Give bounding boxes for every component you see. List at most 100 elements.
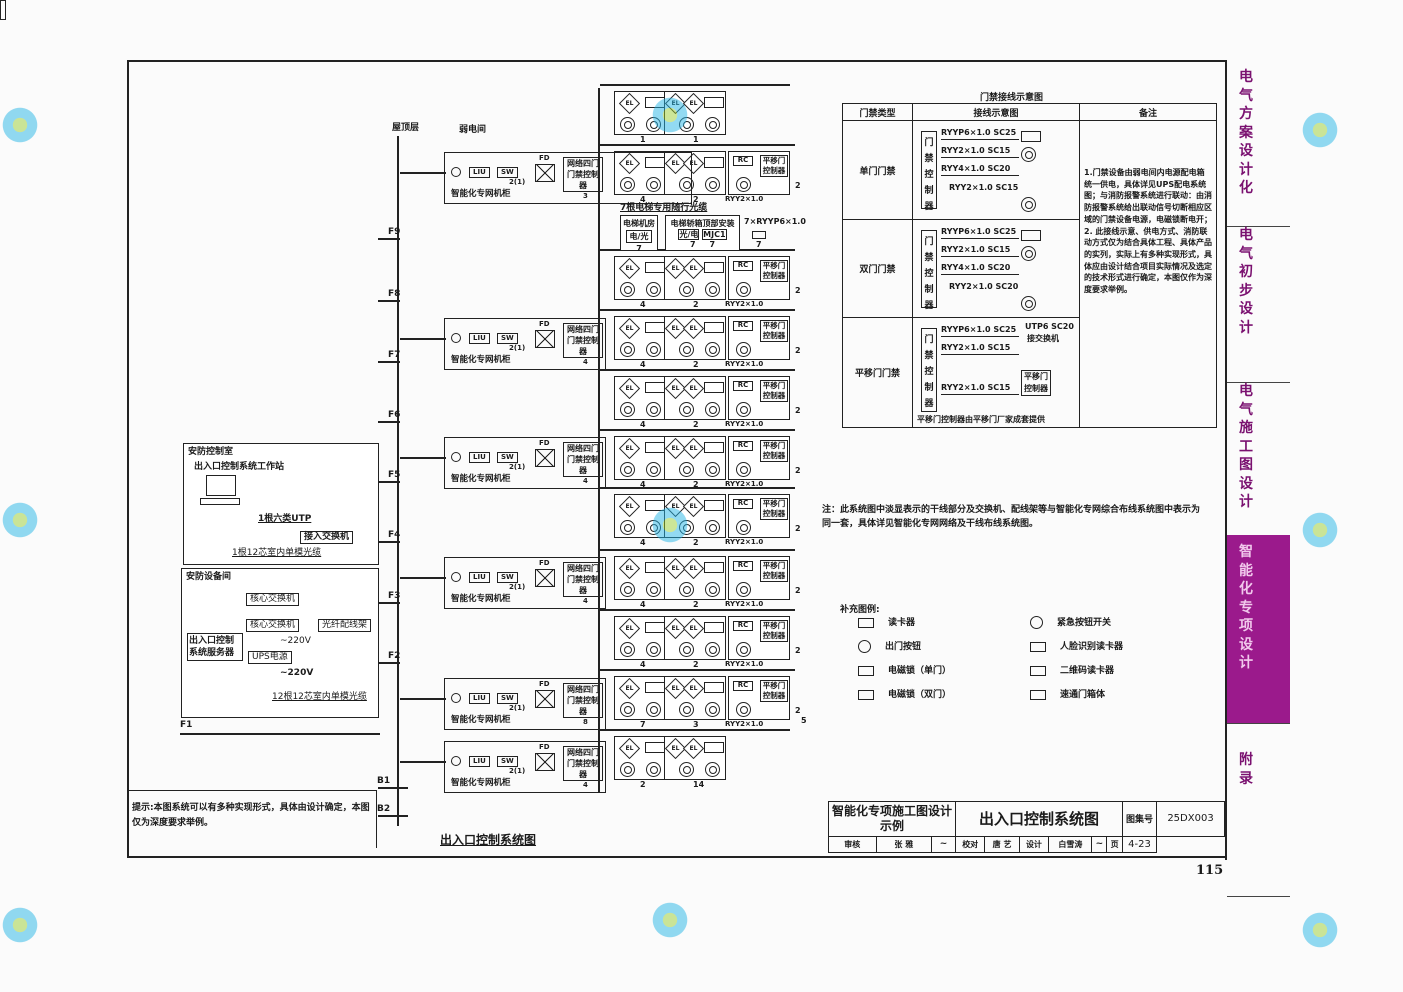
switch-box: SW	[497, 756, 518, 767]
equipment-room: 安防设备间 核心交换机 核心交换机 光纤配线架 出入口控制系统服务器 ~220V…	[181, 568, 379, 718]
row-bus	[600, 144, 795, 146]
el-text: EL	[671, 325, 680, 332]
device-count: 4	[640, 660, 646, 669]
floor-line	[378, 238, 400, 240]
breaker-icon	[451, 756, 461, 766]
card-reader-icon	[858, 617, 874, 628]
floor-line	[378, 787, 408, 789]
emergency-button-icon	[705, 177, 720, 192]
card-reader-icon	[645, 682, 665, 693]
device-count: 4	[640, 195, 646, 204]
em-lock-double-icon: EL	[682, 317, 705, 340]
exit-button-icon	[679, 702, 694, 717]
exit-button-icon	[1021, 246, 1036, 261]
device-count: 2	[795, 286, 801, 295]
card-reader-icon	[645, 382, 665, 393]
em-lock-single-icon: EL	[618, 92, 641, 115]
floor-label-F8: F8	[388, 289, 401, 299]
row-bus	[600, 549, 795, 551]
sidebar-tab-1[interactable]: 电气初步设计	[1227, 218, 1290, 383]
floor-label-F7: F7	[388, 350, 401, 360]
cable-spec: RYY2×1.0 SC15	[941, 147, 1019, 158]
floor-line	[378, 361, 400, 363]
door-controller: 网络四门门禁控制器	[563, 683, 603, 718]
card-reader-icon	[704, 157, 724, 168]
fd-label: FD	[539, 559, 550, 567]
reviewer: 张 雅	[875, 835, 933, 854]
liu-box: LIU	[469, 693, 490, 704]
el-text: EL	[625, 100, 634, 107]
fd-label: FD	[539, 680, 550, 688]
el-text: EL	[689, 265, 698, 272]
floor-label-B2: B2	[377, 804, 391, 814]
sliding-controller: 平移门控制器	[760, 560, 788, 582]
device-count: 2	[795, 646, 801, 655]
exit-button-icon	[679, 342, 694, 357]
emergency-button-icon	[1030, 616, 1043, 629]
card-reader-icon	[645, 262, 665, 273]
legend-label: 电磁锁（双门）	[888, 690, 952, 700]
el-text: EL	[625, 325, 634, 332]
access-control-server: 出入口控制系统服务器	[187, 633, 243, 661]
device-count: 4	[640, 360, 646, 369]
exit-button-icon	[620, 702, 635, 717]
sidebar-tab-2[interactable]: 电气施工图设计	[1227, 374, 1290, 544]
cabinet-label: 智能化专网机柜	[451, 778, 511, 788]
speed-gate-icon	[0, 0, 6, 20]
device-count: 2	[693, 480, 699, 489]
el-text: EL	[671, 685, 680, 692]
fiber-cable-label: 12根12芯室内单模光缆	[272, 692, 367, 702]
cable-spec: RYY4×1.0 SC20	[941, 264, 1019, 275]
legend-item-exit-button: 出门按钮	[840, 639, 921, 653]
em-lock-single-icon: EL	[618, 317, 641, 340]
em-lock-single-icon: EL	[618, 557, 641, 580]
floor-line	[378, 541, 400, 543]
drawing-title: 出入口控制系统图	[954, 801, 1124, 837]
car-converter: 光/电	[678, 229, 700, 240]
designer-signature: ~	[1091, 835, 1108, 854]
el-text: EL	[625, 445, 634, 452]
cabinet-label: 智能化专网机柜	[451, 715, 511, 725]
exit-button-icon	[858, 640, 871, 653]
legend-label: 速通门箱体	[1060, 690, 1106, 700]
exit-button-icon	[679, 762, 694, 777]
cable-spec: RYYP6×1.0 SC25	[941, 326, 1019, 337]
sidebar-tab-4[interactable]: 附录	[1227, 715, 1290, 897]
exit-button-icon	[736, 642, 751, 657]
floor-label-F1: F1	[180, 720, 193, 730]
cable-label: RYY2×1.0	[725, 660, 764, 668]
machine-count: 7	[636, 244, 642, 253]
face-reader-icon: RC	[733, 681, 753, 691]
device-count: 2	[795, 346, 801, 355]
exit-button-icon	[620, 402, 635, 417]
sidebar-tab-0[interactable]: 电气方案设计化	[1227, 60, 1290, 227]
el-text: EL	[625, 565, 634, 572]
emergency-button-icon	[646, 177, 661, 192]
emergency-button-icon	[705, 402, 720, 417]
breaker-icon	[451, 333, 461, 343]
cable-spec: RYY2×1.0 SC20	[949, 282, 1019, 291]
device-count: 4	[640, 538, 646, 547]
page-number: 115	[1196, 863, 1224, 878]
exit-button-icon	[620, 642, 635, 657]
wiring-table-title: 门禁接线示意图	[980, 93, 1044, 103]
face-reader-icon: RC	[733, 561, 753, 571]
exit-button-icon	[679, 402, 694, 417]
sidebar-tab-3[interactable]: 智能化专项设计	[1227, 535, 1290, 724]
switch-count: 2(1)	[509, 583, 526, 591]
cable-spec: RYYP6×1.0 SC25	[941, 129, 1019, 140]
card-reader-icon	[645, 562, 665, 573]
liu-box: LIU	[469, 452, 490, 463]
device-count: 2	[795, 706, 801, 715]
face-reader-icon: RC	[733, 621, 753, 631]
door-controller: 网络四门门禁控制器	[563, 746, 603, 781]
floor-label-F2: F2	[388, 651, 401, 661]
car-top-label: 电梯轿箱顶部安装	[670, 219, 735, 228]
card-reader-icon	[645, 97, 665, 108]
